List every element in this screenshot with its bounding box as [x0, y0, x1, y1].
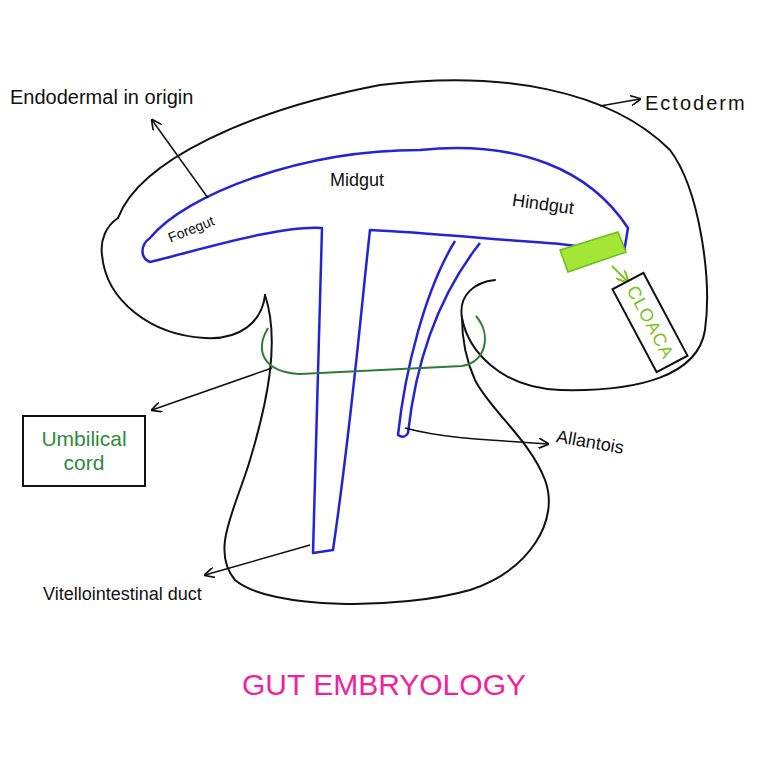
gut-tube: [143, 148, 629, 553]
text-label: Allantois: [555, 426, 626, 458]
text-label: Foregut: [166, 213, 217, 246]
leader-arrow: [152, 368, 272, 410]
text-label: Endodermal in origin: [10, 86, 193, 109]
label-box: Umbilical cord: [22, 415, 146, 487]
yolk-sac-outline: [224, 295, 548, 604]
umbilical-ring: [262, 316, 485, 374]
text-label: Midgut: [330, 170, 384, 191]
text-label: Hindgut: [511, 190, 575, 219]
diagram-title: GUT EMBRYOLOGY: [0, 668, 768, 703]
box-text: Umbilical cord: [34, 427, 134, 475]
leader-arrow: [152, 120, 208, 198]
label-box: CLOACA: [611, 271, 689, 373]
ectoderm-outline: [118, 80, 707, 390]
leader-arrow: [405, 428, 548, 444]
box-content: Umbilical cord: [34, 427, 134, 475]
leader-arrow: [205, 545, 310, 575]
allantois-tube: [398, 241, 480, 437]
box-content: CLOACA: [622, 282, 678, 362]
leader-arrow: [600, 99, 640, 106]
cloaca-highlight: [560, 232, 626, 272]
text-label: Ectoderm: [645, 92, 747, 115]
text-label: Vitellointestinal duct: [40, 584, 205, 605]
box-text: CLOACA: [622, 282, 678, 362]
